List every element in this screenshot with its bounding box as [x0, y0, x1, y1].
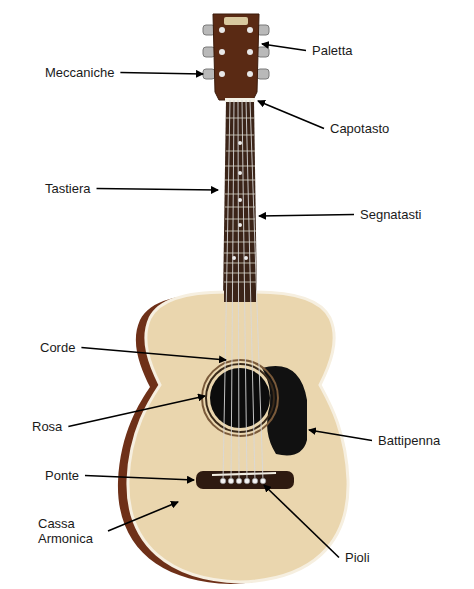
- bridge: [196, 471, 294, 489]
- part-label: Meccaniche: [45, 65, 114, 80]
- leader-arrow: [262, 44, 306, 51]
- fret-markers: [232, 141, 248, 260]
- saddle: [212, 473, 276, 475]
- strings: [223, 100, 263, 481]
- part-label: Battipenna: [378, 433, 440, 448]
- leader-arrow: [120, 73, 203, 75]
- part-label: Corde: [40, 340, 75, 355]
- nut: [225, 98, 255, 102]
- leader-arrow: [259, 215, 354, 217]
- leader-arrow: [68, 396, 205, 427]
- headstock-logo: [224, 17, 248, 25]
- leader-arrow: [85, 476, 194, 481]
- part-label: Ponte: [45, 468, 79, 483]
- leader-arrow: [309, 430, 372, 441]
- part-label: Paletta: [312, 43, 352, 58]
- tuner-posts: [219, 27, 253, 77]
- soundboard: [128, 292, 348, 582]
- rosette: [202, 360, 278, 436]
- leader-arrow: [97, 189, 218, 191]
- leader-arrow: [258, 101, 324, 129]
- part-label: Pioli: [345, 550, 370, 565]
- leader-arrow: [108, 502, 178, 531]
- fretboard-end: [224, 288, 256, 302]
- part-label: Cassa Armonica: [38, 516, 102, 546]
- headstock: [213, 14, 259, 100]
- bridge-pins: [220, 478, 266, 484]
- part-label: Segnatasti: [360, 207, 421, 222]
- part-label: Capotasto: [330, 121, 389, 136]
- part-label: Tastiera: [45, 181, 91, 196]
- part-label: Rosa: [32, 419, 62, 434]
- leader-arrow: [264, 485, 339, 558]
- leader-arrow: [81, 348, 226, 361]
